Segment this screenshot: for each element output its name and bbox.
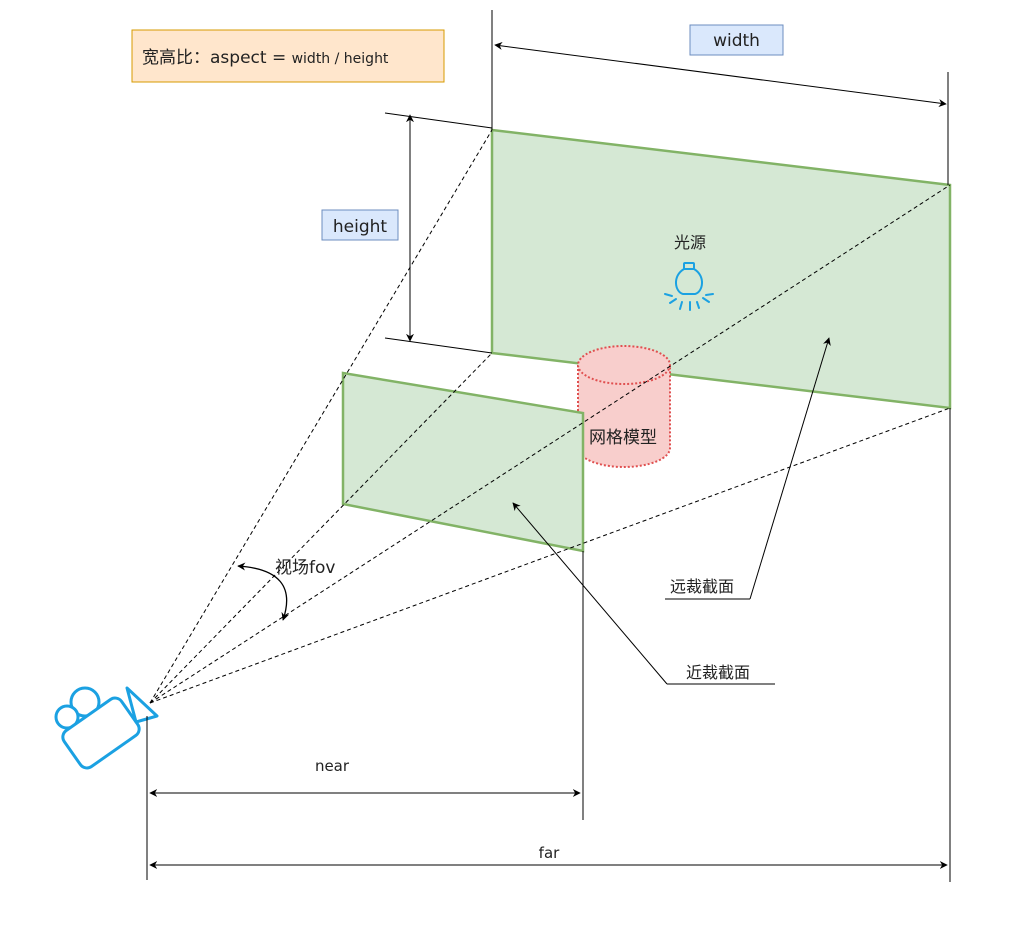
aspect-prefix: 宽高比： <box>142 48 210 68</box>
near-dimension: near <box>149 757 581 797</box>
far-plane-label: 远裁截面 <box>670 577 734 596</box>
far-dimension: far <box>149 844 948 869</box>
width-dimension <box>491 10 949 185</box>
camera-icon <box>54 686 159 770</box>
svg-text:height: height <box>333 217 388 237</box>
svg-text:宽高比：aspect = width / height: 宽高比：aspect = width / height <box>142 48 389 68</box>
svg-text:near: near <box>315 757 350 775</box>
aspect-ratio-box: 宽高比：aspect = width / height <box>131 29 445 83</box>
near-clipping-plane <box>341 371 585 553</box>
aspect-formula-small: width / height <box>292 51 389 67</box>
frustum-lines <box>149 129 951 704</box>
mesh-label: 网格模型 <box>589 428 657 448</box>
svg-text:far: far <box>539 844 560 862</box>
distance-guides <box>146 408 951 882</box>
near-plane-callout <box>512 502 775 685</box>
far-clipping-plane <box>490 128 952 410</box>
height-dimension <box>384 112 493 354</box>
mesh-model-cylinder <box>577 345 671 468</box>
width-label: width <box>689 24 784 56</box>
height-label: height <box>321 209 399 241</box>
light-source-label: 光源 <box>674 233 706 252</box>
fov-arc <box>237 562 290 621</box>
near-plane-label: 近裁截面 <box>686 663 750 682</box>
aspect-formula: aspect = <box>210 48 292 68</box>
fov-label: 视场fov <box>275 558 335 578</box>
light-bulb-icon <box>664 262 714 311</box>
far-plane-callout <box>665 337 831 600</box>
svg-text:width: width <box>713 31 760 51</box>
